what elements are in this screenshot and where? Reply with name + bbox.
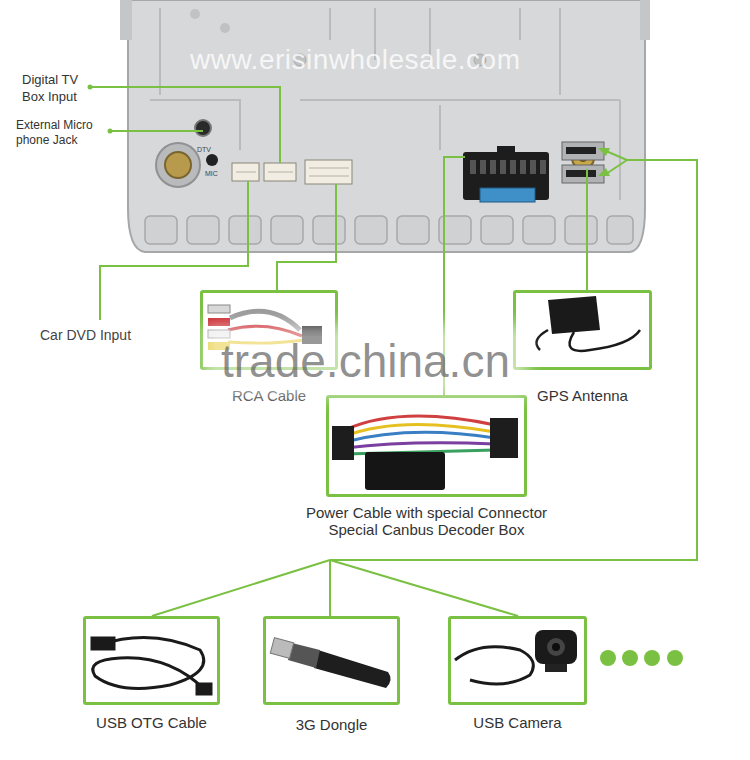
picture-frame bbox=[326, 395, 527, 497]
decoder-box-picture bbox=[332, 416, 518, 490]
picture-frame bbox=[263, 616, 400, 705]
gps-antenna-picture bbox=[536, 296, 640, 351]
caption: USB OTG Cable bbox=[96, 714, 207, 731]
picture-frame bbox=[513, 290, 652, 370]
watermark: trade.china.cn bbox=[215, 336, 516, 386]
callout-label: Digital TV Box Input bbox=[22, 71, 94, 105]
more-dots bbox=[600, 650, 683, 666]
accessory-node: Power Cable with special Connector Speci… bbox=[326, 395, 527, 540]
watermark: www.erisinwholesale.com bbox=[190, 44, 521, 76]
picture-frame bbox=[448, 616, 587, 705]
caption: GPS Antenna bbox=[537, 387, 628, 404]
leader-lines bbox=[88, 85, 698, 617]
back-panel bbox=[120, 0, 650, 252]
callout-label: DTV bbox=[197, 146, 211, 154]
dongle-picture bbox=[270, 638, 390, 688]
accessory-node: GPS Antenna bbox=[513, 290, 652, 406]
caption: USB Camera bbox=[473, 714, 561, 731]
callout-label: External Micro phone Jack bbox=[16, 118, 108, 148]
picture-frame bbox=[83, 616, 220, 705]
accessory-node: USB Camera bbox=[448, 616, 587, 733]
callout-label: Car DVD Input bbox=[40, 327, 131, 344]
camera-picture bbox=[455, 630, 577, 684]
accessory-node: USB OTG Cable bbox=[83, 616, 220, 733]
arrowheads bbox=[598, 148, 610, 176]
callout-label: MIC bbox=[205, 170, 218, 178]
accessory-node: 3G Dongle bbox=[263, 616, 400, 735]
caption: RCA Cable bbox=[232, 387, 306, 404]
caption: Power Cable with special Connector Speci… bbox=[296, 504, 558, 538]
usb-cable-picture bbox=[92, 638, 211, 694]
caption: 3G Dongle bbox=[296, 716, 368, 733]
